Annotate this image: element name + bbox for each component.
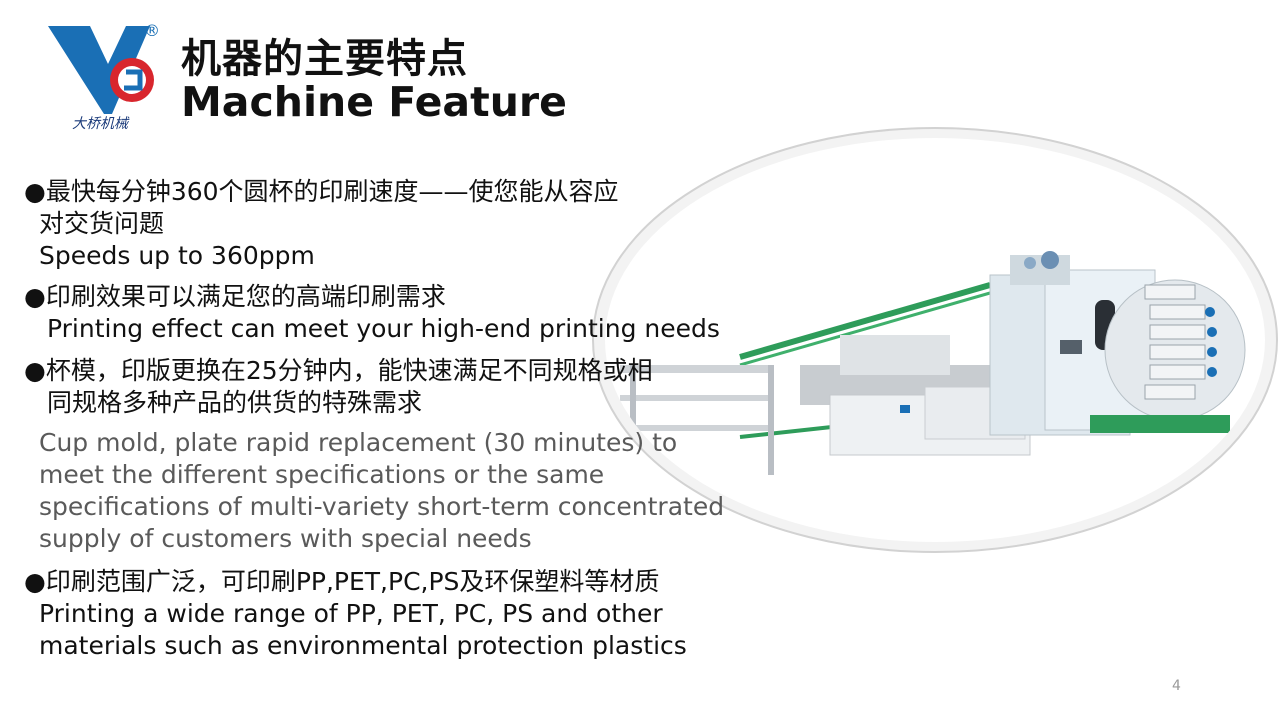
page-title-zh: 机器的主要特点 bbox=[181, 36, 468, 82]
feature-4-en-line2: materials such as environmental protecti… bbox=[39, 631, 687, 660]
page-title-en: Machine Feature bbox=[181, 78, 567, 126]
registered-mark: ® bbox=[144, 21, 160, 40]
feature-3-en-line3: specifications of multi-variety short-te… bbox=[39, 492, 725, 521]
machine-image bbox=[592, 127, 1278, 553]
feature-3-en-line2: meet the different specifications or the… bbox=[39, 460, 605, 489]
feature-2-en-line1: Printing effect can meet your high-end p… bbox=[47, 314, 720, 343]
page-number: 4 bbox=[1172, 678, 1181, 694]
feature-1-en-line1: Speeds up to 360ppm bbox=[39, 241, 315, 270]
feature-4-zh-line1: ●印刷范围广泛，可印刷PP,PET,PC,PS及环保塑料等材质 bbox=[24, 567, 660, 596]
company-logo: ® 大桥机械 bbox=[48, 21, 160, 132]
feature-3-en-line1: Cup mold, plate rapid replacement (30 mi… bbox=[39, 428, 678, 457]
logo-text: 大桥机械 bbox=[72, 116, 130, 132]
feature-1-zh-line1: ●最快每分钟360个圆杯的印刷速度——使您能从容应 bbox=[24, 177, 619, 206]
feature-3-zh-line1: ●杯模，印版更换在25分钟内，能快速满足不同规格或相 bbox=[24, 356, 653, 385]
feature-4-en-line1: Printing a wide range of PP, PET, PC, PS… bbox=[39, 599, 663, 628]
feature-3-zh-line2: 同规格多种产品的供货的特殊需求 bbox=[47, 388, 423, 417]
feature-2-zh-line1: ●印刷效果可以满足您的高端印刷需求 bbox=[24, 282, 446, 311]
feature-3-en-line4: supply of customers with special needs bbox=[39, 524, 532, 553]
feature-1-zh-line2: 对交货问题 bbox=[39, 209, 165, 238]
